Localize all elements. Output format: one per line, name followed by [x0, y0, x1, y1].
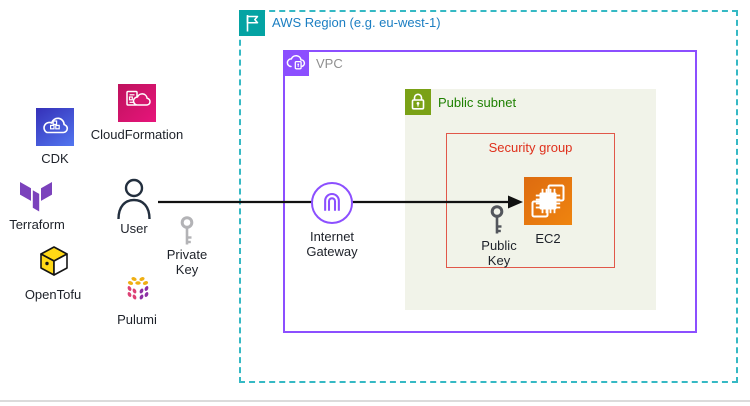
- user-label: User: [120, 221, 148, 236]
- aws-region-box: [239, 10, 738, 383]
- ec2-chip-icon: [524, 177, 572, 225]
- opentofu-icon: [37, 244, 71, 278]
- subnet-lock-icon: [405, 89, 431, 115]
- user-icon: [116, 177, 152, 221]
- cloudformation-icon: [118, 84, 156, 122]
- cloudformation-label: CloudFormation: [90, 127, 184, 142]
- region-flag-icon: [239, 10, 265, 36]
- page-divider: [0, 400, 750, 402]
- opentofu-label: OpenTofu: [24, 287, 82, 302]
- region-title: AWS Region (e.g. eu-west-1): [272, 15, 441, 30]
- security-group-box: [446, 133, 615, 268]
- ec2-label: EC2: [535, 231, 561, 246]
- cdk-icon: [36, 108, 74, 146]
- pulumi-label: Pulumi: [117, 312, 157, 327]
- internet-gateway-label: Internet Gateway: [306, 229, 358, 259]
- internet-gateway-icon: [311, 182, 353, 224]
- security-group-title: Security group: [488, 140, 573, 155]
- public-key-label: Public Key: [481, 238, 517, 268]
- terraform-icon: [17, 179, 55, 215]
- pulumi-icon: [121, 273, 155, 307]
- vpc-cloud-lock-icon: [283, 50, 309, 76]
- vpc-box: [283, 50, 697, 333]
- vpc-title: VPC: [316, 56, 343, 71]
- terraform-label: Terraform: [9, 217, 65, 232]
- private-key-icon: [178, 216, 196, 248]
- private-key-label: Private Key: [166, 247, 208, 277]
- cdk-label: CDK: [41, 151, 69, 166]
- public-subnet-title: Public subnet: [438, 95, 517, 110]
- public-key-icon: [488, 205, 506, 237]
